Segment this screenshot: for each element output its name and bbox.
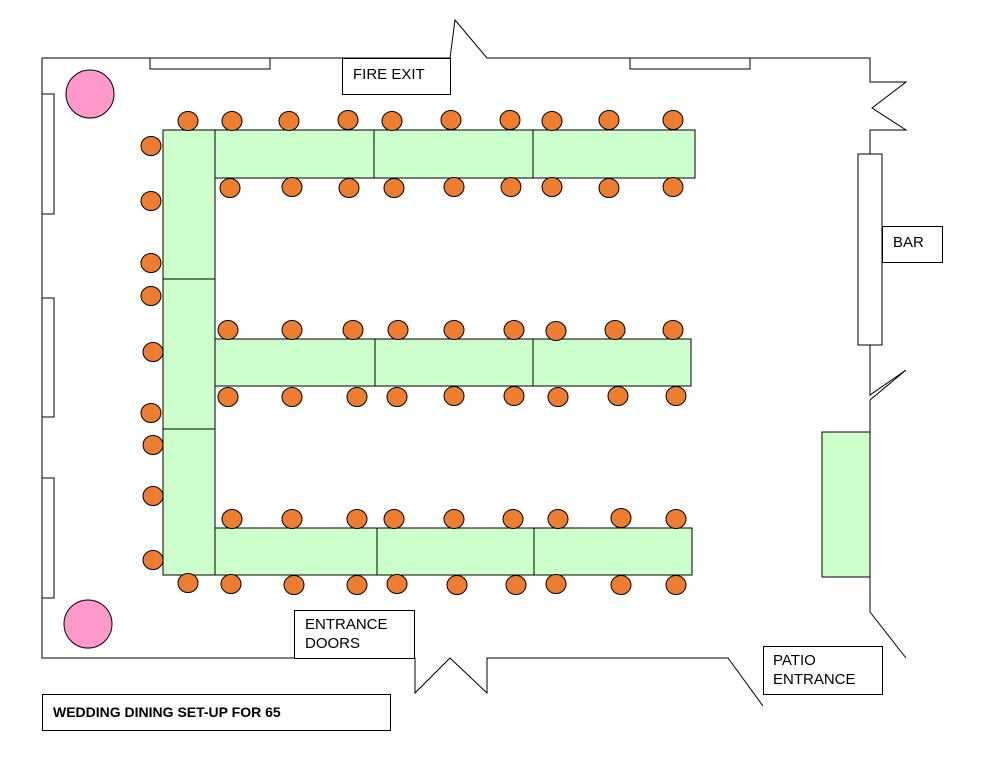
chair xyxy=(607,386,629,406)
table-mid-2 xyxy=(374,338,534,387)
chair xyxy=(383,178,405,198)
chair xyxy=(338,178,360,198)
chair xyxy=(281,387,303,407)
chair xyxy=(503,320,525,340)
chair xyxy=(665,386,687,406)
chair xyxy=(665,509,687,529)
chair xyxy=(342,320,364,340)
chair xyxy=(142,435,164,455)
chair xyxy=(386,574,408,594)
table-mid-3 xyxy=(532,338,692,387)
table-top-3 xyxy=(532,129,696,179)
chair xyxy=(662,177,684,197)
chair xyxy=(221,111,243,131)
chair xyxy=(505,575,527,595)
table-bottom-3 xyxy=(533,527,693,576)
chair xyxy=(610,508,632,528)
chair xyxy=(140,253,162,273)
bar-label: BAR xyxy=(882,226,943,263)
chair xyxy=(381,111,403,131)
chair xyxy=(446,575,468,595)
patio-table xyxy=(821,431,871,578)
chair xyxy=(598,178,620,198)
chair xyxy=(219,178,241,198)
chair xyxy=(140,191,162,211)
chair xyxy=(503,386,525,406)
fire-exit-label: FIRE EXIT xyxy=(342,58,451,95)
table-long-3 xyxy=(162,428,216,576)
chair xyxy=(443,386,465,406)
table-mid-1 xyxy=(214,338,376,387)
chair xyxy=(502,509,524,529)
chair xyxy=(500,177,522,197)
chair xyxy=(346,509,368,529)
chair xyxy=(547,509,569,529)
chair xyxy=(217,387,239,407)
chair xyxy=(604,320,626,340)
table-top-1 xyxy=(214,129,375,179)
chair xyxy=(283,575,305,595)
chair xyxy=(443,177,465,197)
patio-entrance-label: PATIO ENTRANCE xyxy=(763,646,883,695)
entrance-doors-label: ENTRANCE DOORS xyxy=(294,610,415,659)
chair xyxy=(281,177,303,197)
chair xyxy=(278,111,300,131)
chair xyxy=(140,136,162,156)
chair xyxy=(387,320,409,340)
decor-circle-bottom xyxy=(63,599,113,649)
bar-counter xyxy=(857,153,883,346)
chair xyxy=(662,320,684,340)
chair xyxy=(541,177,563,197)
chair xyxy=(281,509,303,529)
chair xyxy=(547,387,569,407)
chair xyxy=(140,403,162,423)
chair xyxy=(662,110,684,130)
table-bottom-2 xyxy=(376,527,535,576)
chair xyxy=(140,286,162,306)
chair xyxy=(610,575,632,595)
chair xyxy=(142,342,164,362)
table-long-1 xyxy=(162,129,216,280)
table-bottom-1 xyxy=(214,527,378,576)
chair xyxy=(443,320,465,340)
chairs xyxy=(140,110,687,595)
chair xyxy=(665,575,687,595)
chair xyxy=(177,111,199,131)
chair xyxy=(177,573,199,593)
chair xyxy=(499,110,521,130)
tables xyxy=(162,129,696,576)
table-top-2 xyxy=(373,129,534,179)
chair xyxy=(346,575,368,595)
chair xyxy=(281,320,303,340)
chair xyxy=(386,387,408,407)
plan-title: WEDDING DINING SET-UP FOR 65 xyxy=(42,694,391,731)
chair xyxy=(142,486,164,506)
chair xyxy=(142,550,164,570)
chair xyxy=(383,509,405,529)
windows xyxy=(41,57,751,599)
table-long-2 xyxy=(162,278,216,430)
chair xyxy=(346,387,368,407)
chair xyxy=(440,110,462,130)
chair xyxy=(337,110,359,130)
chair xyxy=(220,574,242,594)
decor-circle-top xyxy=(65,69,115,119)
chair xyxy=(545,321,567,341)
chair xyxy=(545,574,567,594)
chair xyxy=(598,110,620,130)
chair xyxy=(221,509,243,529)
chair xyxy=(217,320,239,340)
chair xyxy=(541,111,563,131)
chair xyxy=(443,509,465,529)
